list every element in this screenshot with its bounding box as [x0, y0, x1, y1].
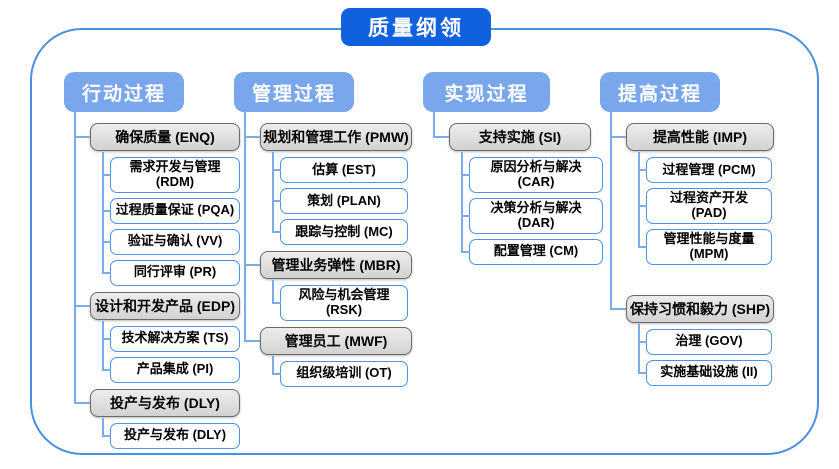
- category-box: 支持实施 (SI): [449, 123, 591, 151]
- process-box: 风险与机会管理 (RSK): [272, 280, 408, 321]
- category-box: 确保质量 (ENQ): [90, 123, 240, 151]
- category-group: 规划和管理工作 (PMW)估算 (EST)策划 (PLAN)跟踪与控制 (MC): [244, 112, 412, 251]
- category-box: 管理员工 (MWF): [260, 326, 412, 355]
- process-box: 治理 (GOV): [638, 323, 772, 359]
- process-box: 实施基础设施 (II): [638, 355, 772, 386]
- category-group: 确保质量 (ENQ)需求开发与管理 (RDM)过程质量保证 (PQA)验证与确认…: [74, 112, 240, 292]
- category-box: 设计和开发产品 (EDP): [90, 291, 240, 320]
- process-box: 验证与确认 (VV): [102, 224, 240, 259]
- process-box-list: 投产与发布 (DLY): [102, 417, 240, 449]
- process-box-list: 治理 (GOV)实施基础设施 (II): [638, 323, 774, 386]
- process-box: 同行评审 (PR): [102, 255, 240, 286]
- process-box: 原因分析与解决 (CAR): [461, 152, 603, 197]
- category-group-list: 提高性能 (IMP)过程管理 (PCM)过程资产开发 (PAD)管理性能与度量 …: [610, 112, 774, 386]
- process-box-list: 需求开发与管理 (RDM)过程质量保证 (PQA)验证与确认 (VV)同行评审 …: [102, 152, 240, 286]
- process-box: 过程质量保证 (PQA): [102, 193, 240, 228]
- process-box: 组织级培训 (OT): [272, 355, 408, 387]
- process-column: 管理过程规划和管理工作 (PMW)估算 (EST)策划 (PLAN)跟踪与控制 …: [234, 72, 412, 387]
- column-header: 行动过程: [64, 72, 184, 112]
- category-group-list: 规划和管理工作 (PMW)估算 (EST)策划 (PLAN)跟踪与控制 (MC)…: [244, 112, 412, 387]
- process-box: 过程资产开发 (PAD): [638, 184, 772, 228]
- category-group: 支持实施 (SI)原因分析与解决 (CAR)决策分析与解决 (DAR)配置管理 …: [433, 112, 603, 265]
- category-group-list: 支持实施 (SI)原因分析与解决 (CAR)决策分析与解决 (DAR)配置管理 …: [433, 112, 603, 265]
- category-group: 保持习惯和毅力 (SHP)治理 (GOV)实施基础设施 (II): [610, 264, 774, 386]
- process-box: 管理性能与度量 (MPM): [638, 224, 772, 265]
- process-box: 需求开发与管理 (RDM): [102, 152, 240, 197]
- category-group: 提高性能 (IMP)过程管理 (PCM)过程资产开发 (PAD)管理性能与度量 …: [610, 112, 774, 271]
- process-box-list: 原因分析与解决 (CAR)决策分析与解决 (DAR)配置管理 (CM): [461, 152, 603, 265]
- process-box: 策划 (PLAN): [272, 184, 408, 218]
- process-box: 投产与发布 (DLY): [102, 417, 240, 449]
- category-box: 投产与发布 (DLY): [90, 388, 240, 417]
- category-box: 提高性能 (IMP): [626, 123, 774, 151]
- process-box: 决策分析与解决 (DAR): [461, 193, 603, 238]
- process-box: 过程管理 (PCM): [638, 152, 772, 187]
- process-box-list: 组织级培训 (OT): [272, 355, 412, 387]
- process-column: 行动过程确保质量 (ENQ)需求开发与管理 (RDM)过程质量保证 (PQA)验…: [64, 72, 240, 449]
- category-box: 管理业务弹性 (MBR): [260, 251, 412, 279]
- process-box-list: 估算 (EST)策划 (PLAN)跟踪与控制 (MC): [272, 152, 412, 245]
- process-box: 产品集成 (PI): [102, 352, 240, 383]
- process-box-list: 风险与机会管理 (RSK): [272, 280, 412, 321]
- process-box: 技术解决方案 (TS): [102, 320, 240, 356]
- process-column: 提高过程提高性能 (IMP)过程管理 (PCM)过程资产开发 (PAD)管理性能…: [600, 72, 774, 386]
- category-group: 管理业务弹性 (MBR)风险与机会管理 (RSK): [244, 245, 412, 327]
- category-group: 投产与发布 (DLY)投产与发布 (DLY): [74, 382, 240, 449]
- category-group-list: 确保质量 (ENQ)需求开发与管理 (RDM)过程质量保证 (PQA)验证与确认…: [74, 112, 240, 449]
- process-box: 估算 (EST): [272, 152, 408, 187]
- category-box: 保持习惯和毅力 (SHP): [626, 294, 774, 323]
- category-box: 规划和管理工作 (PMW): [260, 123, 412, 151]
- category-group: 设计和开发产品 (EDP)技术解决方案 (TS)产品集成 (PI): [74, 285, 240, 389]
- category-group: 管理员工 (MWF)组织级培训 (OT): [244, 320, 412, 387]
- process-column: 实现过程支持实施 (SI)原因分析与解决 (CAR)决策分析与解决 (DAR)配…: [423, 72, 603, 265]
- process-box-list: 过程管理 (PCM)过程资产开发 (PAD)管理性能与度量 (MPM): [638, 152, 774, 265]
- column-header: 管理过程: [234, 72, 354, 112]
- process-box: 跟踪与控制 (MC): [272, 215, 408, 245]
- column-header: 实现过程: [423, 72, 550, 112]
- column-header: 提高过程: [600, 72, 720, 112]
- process-box: 配置管理 (CM): [461, 234, 603, 265]
- diagram-title: 质量纲领: [341, 8, 491, 46]
- process-box-list: 技术解决方案 (TS)产品集成 (PI): [102, 320, 240, 383]
